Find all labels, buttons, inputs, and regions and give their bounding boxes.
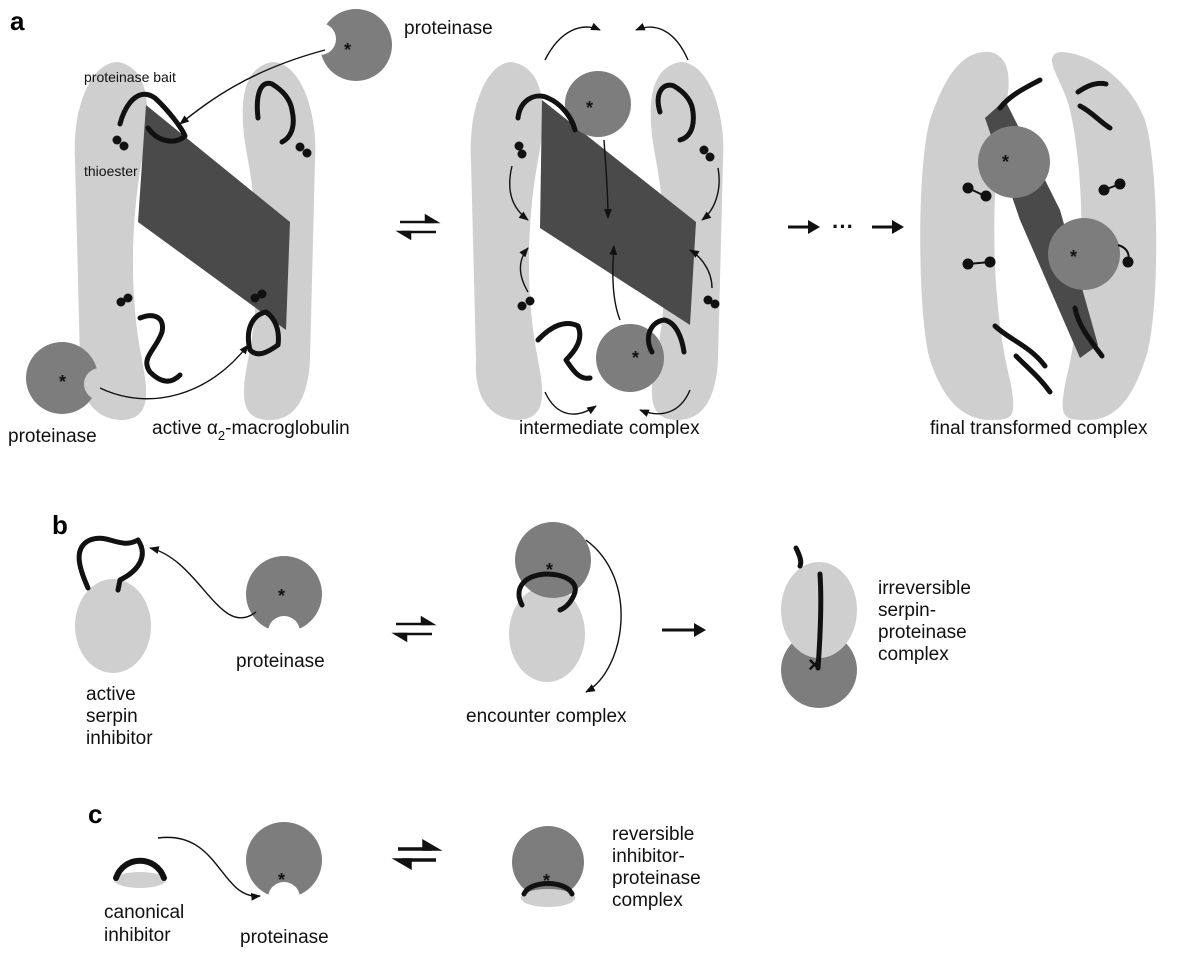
serpin-body	[75, 579, 151, 673]
final-complex-label: final transformed complex	[930, 418, 1148, 439]
canonical-label-2: inhibitor	[104, 925, 171, 946]
intermediate-complex-label: intermediate complex	[519, 418, 700, 439]
bound-proteinase	[596, 324, 664, 392]
irreversible-label-2: serpin-	[878, 600, 936, 621]
active-serpin	[75, 538, 151, 673]
reversible-complex: *	[512, 826, 584, 907]
canonical-inhibitor	[114, 861, 166, 888]
panel-c-label: c	[88, 799, 102, 829]
thioester-label: thioester	[84, 163, 138, 179]
final-transformed-complex: * *	[920, 52, 1156, 420]
encounter-complex: *	[509, 522, 621, 692]
active-site-star: *	[543, 871, 550, 891]
proteinase-top: *	[320, 9, 392, 81]
cleaved-loop	[796, 548, 801, 566]
encounter-complex-label: encounter complex	[466, 706, 627, 727]
intermediate-complex: * *	[471, 27, 724, 420]
active-site-star: *	[1070, 247, 1077, 267]
inhibitor-body	[521, 889, 575, 907]
equilibrium-arrows	[396, 618, 432, 640]
proteinase-c: *	[246, 822, 322, 898]
proteinase-bait-label: proteinase bait	[84, 69, 176, 85]
reversible-label-4: complex	[612, 890, 683, 911]
reaction-arrow	[662, 623, 706, 637]
inhibitor-body	[114, 872, 166, 888]
irreversible-label-3: proteinase	[878, 622, 967, 643]
bait-loop	[538, 324, 590, 379]
progression-arrows: ···	[788, 214, 904, 239]
bait-loop	[140, 316, 180, 381]
irreversible-label-1: irreversible	[878, 578, 971, 599]
active-site-star: *	[344, 40, 351, 60]
proteinase-bottom-label: proteinase	[8, 426, 97, 447]
irreversible-label-4: complex	[878, 644, 949, 665]
active-serpin-label-2: serpin	[86, 706, 138, 727]
reversible-label-2: inhibitor-	[612, 846, 685, 867]
trapped-proteinase	[978, 126, 1050, 198]
active-macroglobulin-label: active α2-macroglobulin	[152, 418, 350, 443]
irreversible-complex: ×	[781, 548, 857, 708]
binding-arrow	[150, 548, 256, 618]
panel-b-label: b	[52, 510, 68, 540]
active-site-star: *	[278, 870, 285, 890]
reversible-label-1: reversible	[612, 824, 694, 845]
active-site-star: *	[1002, 152, 1009, 172]
trapped-proteinase	[1048, 218, 1120, 290]
active-site-star: *	[59, 372, 66, 392]
active-serpin-label-3: inhibitor	[86, 728, 153, 749]
panel-a-label: a	[10, 6, 25, 36]
equilibrium-arrows	[400, 216, 436, 238]
active-macroglobulin	[75, 62, 316, 420]
active-site-star: *	[586, 98, 593, 118]
active-site-star: *	[546, 560, 553, 580]
proteinase-c-label: proteinase	[240, 927, 329, 948]
cleaved-bait	[1016, 356, 1050, 392]
reversible-label-3: proteinase	[612, 868, 701, 889]
proteinase-b: *	[246, 556, 322, 632]
equilibrium-arrows	[398, 842, 436, 867]
left-subunit	[471, 62, 543, 420]
binding-arrow	[158, 837, 260, 896]
canonical-label-1: canonical	[104, 902, 184, 923]
covalent-bond-mark: ×	[808, 652, 821, 677]
proteinase-bottom: *	[26, 342, 98, 414]
proteinase-top-label: proteinase	[404, 18, 493, 39]
ellipsis: ···	[832, 214, 854, 239]
active-site-star: *	[278, 586, 285, 606]
translocation-arrow	[586, 540, 621, 692]
active-serpin-label-1: active	[86, 684, 136, 705]
active-site-star: *	[632, 348, 639, 368]
proteinase-b-label: proteinase	[236, 651, 325, 672]
